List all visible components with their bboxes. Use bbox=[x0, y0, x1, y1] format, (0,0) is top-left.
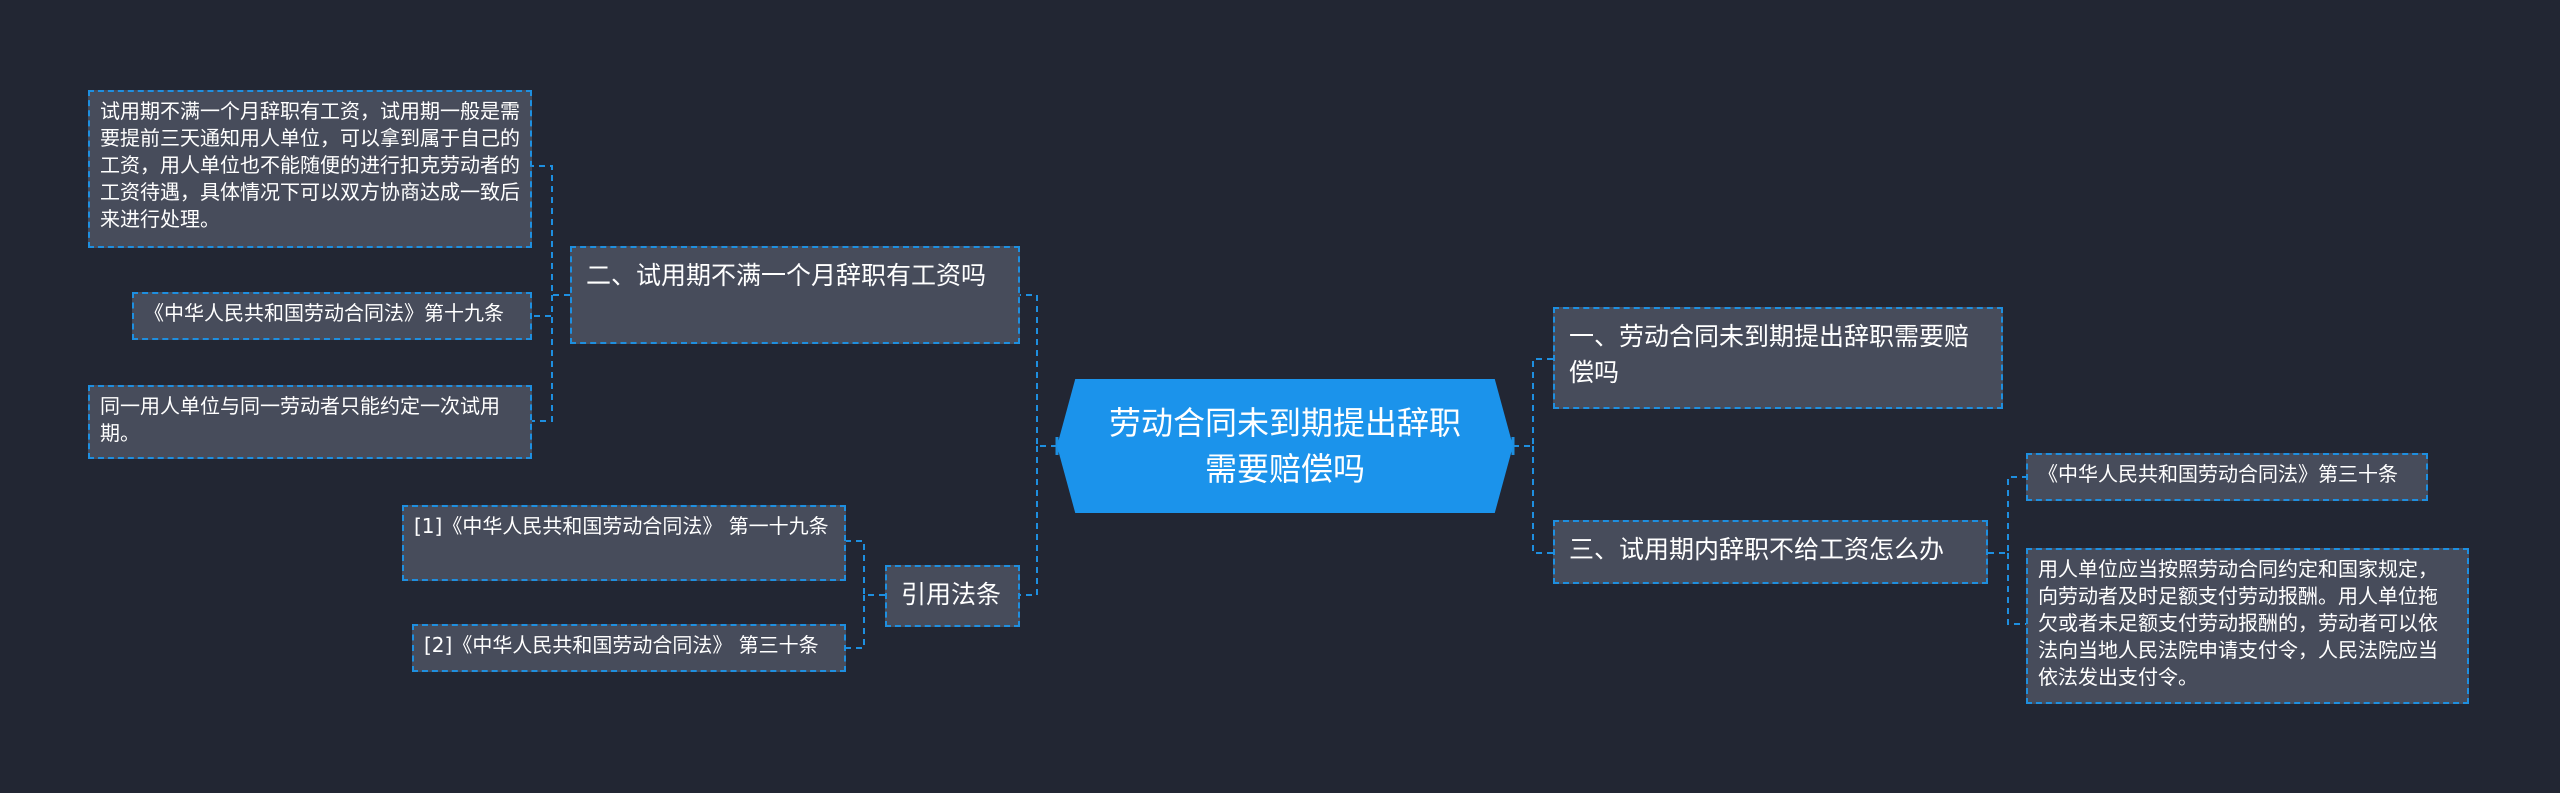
branch-node-probation-less-month[interactable]: 二、试用期不满一个月辞职有工资吗 bbox=[570, 246, 1020, 344]
leaf-node-citation-1[interactable]: [1]《中华人民共和国劳动合同法》 第一十九条 bbox=[402, 505, 846, 581]
link-branch2-leaf2 bbox=[532, 295, 553, 317]
leaf-node-wage-payment[interactable]: 用人单位应当按照劳动合同约定和国家规定，向劳动者及时足额支付劳动报酬。用人单位拖… bbox=[2026, 548, 2469, 704]
leaf-node-single-probation[interactable]: 同一用人单位与同一劳动者只能约定一次试用期。 bbox=[88, 385, 532, 459]
root-label: 劳动合同未到期提出辞职需要赔偿吗 bbox=[1108, 404, 1461, 488]
link-root-right-2 bbox=[1532, 446, 1553, 554]
leaf-label: 《中华人民共和国劳动合同法》第十九条 bbox=[144, 301, 504, 325]
link-branch2-leaf1 bbox=[532, 165, 570, 296]
leaf-label: [1]《中华人民共和国劳动合同法》 第一十九条 bbox=[414, 514, 829, 538]
link-cite-leaf2 bbox=[846, 595, 865, 649]
branch-node-citations[interactable]: 引用法条 bbox=[885, 565, 1020, 627]
link-branch3-leaf2 bbox=[2007, 553, 2026, 625]
link-branch2-leaf3 bbox=[532, 295, 553, 422]
leaf-node-law-article-19[interactable]: 《中华人民共和国劳动合同法》第十九条 bbox=[132, 292, 532, 340]
root-node[interactable]: 劳动合同未到期提出辞职需要赔偿吗 bbox=[1057, 379, 1513, 513]
leaf-node-law-article-30[interactable]: 《中华人民共和国劳动合同法》第三十条 bbox=[2026, 453, 2428, 501]
link-cite-leaf1 bbox=[846, 540, 885, 596]
link-branch3-leaf1 bbox=[1988, 476, 2026, 554]
branch-label: 引用法条 bbox=[901, 580, 1002, 609]
leaf-label: [2]《中华人民共和国劳动合同法》 第三十条 bbox=[424, 633, 819, 657]
leaf-label: 同一用人单位与同一劳动者只能约定一次试用期。 bbox=[100, 394, 500, 445]
leaf-label: 试用期不满一个月辞职有工资，试用期一般是需要提前三天通知用人单位，可以拿到属于自… bbox=[100, 99, 520, 231]
leaf-node-citation-2[interactable]: [2]《中华人民共和国劳动合同法》 第三十条 bbox=[412, 624, 846, 672]
branch-label: 一、劳动合同未到期提出辞职需要赔偿吗 bbox=[1569, 322, 1970, 387]
leaf-node-probation-explanation[interactable]: 试用期不满一个月辞职有工资，试用期一般是需要提前三天通知用人单位，可以拿到属于自… bbox=[88, 90, 532, 248]
branch-node-compensation[interactable]: 一、劳动合同未到期提出辞职需要赔偿吗 bbox=[1553, 307, 2003, 409]
leaf-label: 《中华人民共和国劳动合同法》第三十条 bbox=[2038, 462, 2398, 486]
leaf-label: 用人单位应当按照劳动合同约定和国家规定，向劳动者及时足额支付劳动报酬。用人单位拖… bbox=[2038, 557, 2438, 689]
branch-label: 三、试用期内辞职不给工资怎么办 bbox=[1569, 535, 1945, 564]
branch-node-probation-unpaid[interactable]: 三、试用期内辞职不给工资怎么办 bbox=[1553, 520, 1988, 584]
link-root-right-1 bbox=[1513, 358, 1553, 447]
branch-label: 二、试用期不满一个月辞职有工资吗 bbox=[586, 261, 987, 290]
link-root-left-1 bbox=[1020, 294, 1057, 447]
link-root-left-2 bbox=[1020, 446, 1038, 596]
